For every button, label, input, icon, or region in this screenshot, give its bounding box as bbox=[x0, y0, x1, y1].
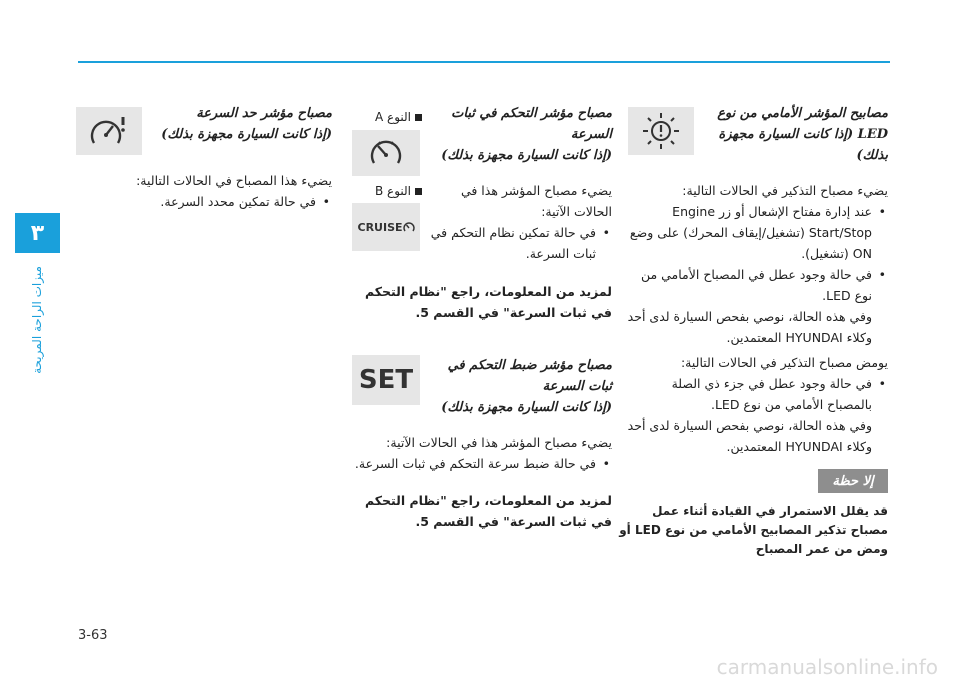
note-text: قد يقلل الاستمرار في القيادة أثناء عمل م… bbox=[619, 504, 888, 556]
watermark: carmanualsonline.info bbox=[716, 655, 938, 679]
list-item: في حالة ضبط سرعة التحكم في ثبات السرعة. bbox=[350, 453, 610, 474]
cruise-section2-ref: لمزيد من المعلومات، راجع "نظام التحكم في… bbox=[364, 493, 612, 529]
list-item: في حالة وجود عطل في جزء ذي الصلة بالمصبا… bbox=[623, 373, 886, 415]
note-badge: إلا حظة bbox=[818, 469, 888, 493]
speed-limit-title: مصباح مؤشر حد السرعة (إذا كانت السيارة م… bbox=[161, 106, 332, 142]
cruise-gauge-icon bbox=[370, 140, 402, 164]
chapter-side-label: ميزات الراحة المريحة bbox=[30, 266, 44, 374]
cruise-section2-heading: يضيء مصباح المؤشر هذا في الحالات الآتية: bbox=[386, 435, 612, 450]
cruise-section1-ref: لمزيد من المعلومات، راجع "نظام التحكم في… bbox=[364, 284, 612, 320]
led-section1-list: عند إدارة مفتاح الإشعال أو زر Engine Sta… bbox=[623, 201, 888, 348]
speed-limit-heading: يضيء هذا المصباح في الحالات التالية: bbox=[136, 173, 332, 188]
warning-light-icon-box bbox=[628, 107, 694, 155]
cruise-section1-list: في حالة تمكين نظام التحكم في ثبات السرعة… bbox=[422, 222, 612, 264]
cruise-icon-text: CRUISE bbox=[357, 220, 403, 234]
cruise-set-title: مصباح مؤشر ضبط التحكم في ثبات السرعة (إذ… bbox=[441, 358, 612, 415]
cruise-a-icon-box bbox=[352, 130, 420, 176]
top-rule bbox=[78, 61, 890, 63]
led-section1-heading: يضيء مصباح التذكير في الحالات التالية: bbox=[682, 183, 888, 198]
speed-limit-list: في حالة تمكين محدد السرعة. bbox=[70, 191, 332, 212]
speed-limit-icon-box bbox=[76, 107, 142, 155]
chapter-tab: ٣ bbox=[15, 213, 60, 253]
type-a-label: النوع A bbox=[375, 110, 423, 124]
bullet-square-icon bbox=[415, 187, 423, 195]
type-b-label: النوع B bbox=[375, 184, 423, 198]
chapter-number: ٣ bbox=[30, 220, 45, 246]
cruise-title: مصباح مؤشر التحكم في ثبات السرعة (إذا كا… bbox=[441, 106, 612, 163]
cruise-section2-list: في حالة ضبط سرعة التحكم في ثبات السرعة. bbox=[350, 453, 612, 474]
led-section2-list: في حالة وجود عطل في جزء ذي الصلة بالمصبا… bbox=[623, 373, 888, 457]
bullet-square-icon bbox=[415, 113, 423, 121]
cruise-small-gauge-icon bbox=[402, 222, 415, 232]
led-section2-heading: يومض مصباح التذكير في الحالات التالية: bbox=[680, 355, 888, 370]
speed-limit-gauge-icon bbox=[90, 117, 125, 144]
led-section2-note: وفي هذه الحالة، نوصي بفحص السيارة لدى أح… bbox=[627, 418, 872, 454]
list-item: في حالة تمكين نظام التحكم في ثبات السرعة… bbox=[422, 222, 610, 264]
led-headlamp-title: مصابيح المؤشر الأمامي من نوع LED (إذا كا… bbox=[717, 106, 888, 163]
set-icon-box: SET bbox=[352, 355, 420, 405]
list-item: عند إدارة مفتاح الإشعال أو زر Engine Sta… bbox=[623, 201, 886, 264]
set-icon-text: SET bbox=[358, 365, 414, 395]
list-item: في حالة تمكين محدد السرعة. bbox=[70, 191, 330, 212]
list-item: في حالة وجود عطل في المصباح الأمامي من ن… bbox=[623, 264, 886, 306]
headlamp-warning-icon bbox=[643, 113, 679, 149]
cruise-section1-heading: يضيء مصباح المؤشر هذا في الحالات الآتية: bbox=[460, 183, 612, 219]
page-number: 3-63 bbox=[78, 628, 108, 643]
led-section1-note: وفي هذه الحالة، نوصي بفحص السيارة لدى أح… bbox=[627, 309, 872, 345]
cruise-b-icon-box: CRUISE bbox=[352, 203, 420, 251]
